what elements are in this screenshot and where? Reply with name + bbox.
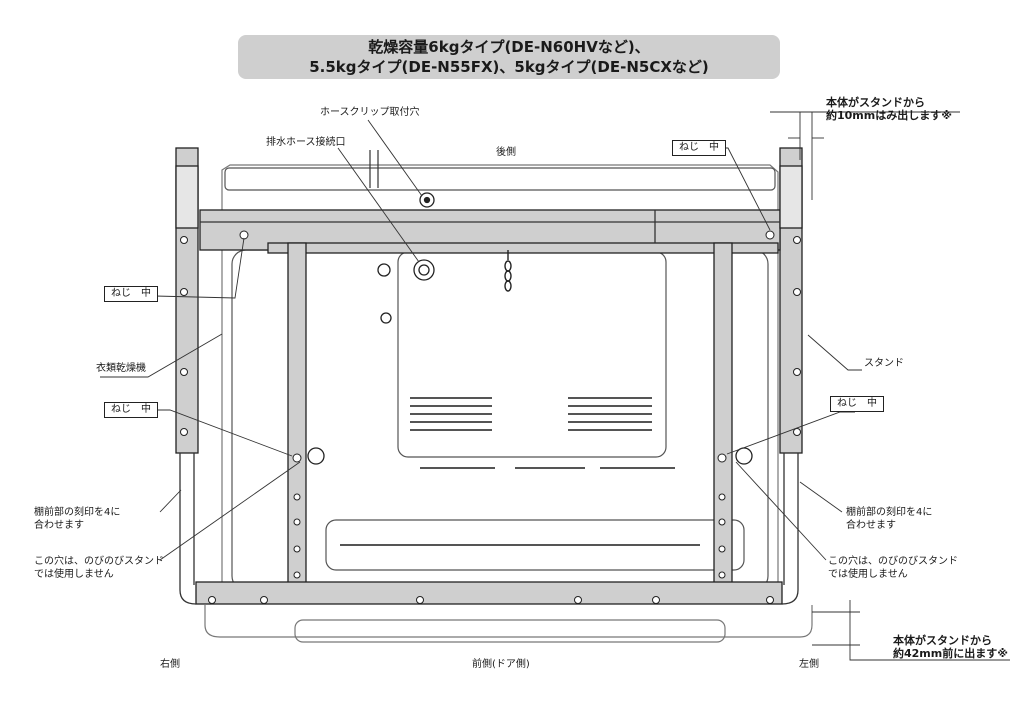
label-stand: スタンド <box>864 358 904 369</box>
dryer-base <box>204 605 813 638</box>
leg-left-side <box>781 453 799 605</box>
stand-top-rail-inner <box>267 242 779 254</box>
title-box: 乾燥容量6kgタイプ(DE-N60HVなど)、 5.5kgタイプ(DE-N55F… <box>238 35 780 79</box>
chain-icon <box>504 250 512 292</box>
label-hole-note-right: この穴は、のびのびスタンド では使用しません <box>828 556 958 580</box>
brace-left <box>287 242 307 589</box>
title-line-2: 5.5kgタイプ(DE-N55FX)、5kgタイプ(DE-N5CXなど) <box>309 58 709 76</box>
label-drain-hose: 排水ホース接続口 <box>266 137 346 148</box>
screw-label-lower-left: ねじ 中 <box>104 402 158 418</box>
label-front-side: 前側(ドア側) <box>472 659 530 670</box>
label-shelf-mark-right: 棚前部の刻印を4に 合わせます <box>846 507 933 531</box>
label-overhang-side: 本体がスタンドから 約10mmはみ出します※ <box>826 96 952 122</box>
lower-panel <box>325 519 745 571</box>
base-plate <box>294 619 726 643</box>
screw-label-lower-right: ねじ 中 <box>830 396 884 412</box>
label-dryer: 衣類乾燥機 <box>96 363 146 374</box>
label-right-side: 右側 <box>160 659 180 670</box>
dryer-back-panel <box>231 249 769 591</box>
dryer-top <box>224 167 776 191</box>
label-back-side: 後側 <box>496 147 516 158</box>
label-shelf-mark-left: 棚前部の刻印を4に 合わせます <box>34 507 121 531</box>
brace-right <box>713 242 733 589</box>
title-line-1: 乾燥容量6kgタイプ(DE-N60HVなど)、 <box>368 38 650 56</box>
screw-label-upper-left: ねじ 中 <box>104 286 158 302</box>
inner-panel <box>397 251 667 458</box>
label-hose-clip: ホースクリップ取付穴 <box>320 107 420 118</box>
label-left-side: 左側 <box>799 659 819 670</box>
leg-right-side <box>179 453 197 605</box>
screw-label-top-right: ねじ 中 <box>672 140 726 156</box>
label-overhang-front: 本体がスタンドから 約42mm前に出ます※ <box>893 634 1008 660</box>
stand-bottom-rail <box>195 581 783 605</box>
label-hole-note-left: この穴は、のびのびスタンド では使用しません <box>34 556 164 580</box>
